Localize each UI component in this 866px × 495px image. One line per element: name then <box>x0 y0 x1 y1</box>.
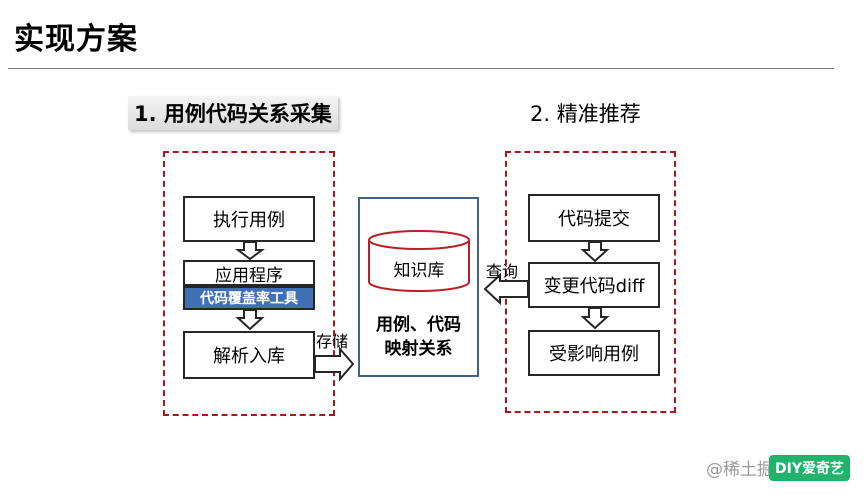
parse-storage-box: 解析入库 <box>183 331 315 379</box>
down-arrow-3 <box>580 241 610 263</box>
query-arrow <box>483 272 529 306</box>
relation-line-1: 用例、代码 <box>376 315 461 335</box>
store-label: 存储 <box>316 332 349 351</box>
affected-testcase-box: 受影响用例 <box>528 330 660 376</box>
relation-line-2: 映射关系 <box>384 339 453 359</box>
knowledge-base-label: 知识库 <box>393 261 445 281</box>
collect-panel <box>163 151 335 416</box>
down-arrow-4 <box>580 307 610 330</box>
query-label: 查询 <box>486 262 519 281</box>
store-arrow <box>314 346 355 382</box>
down-arrow-2 <box>235 309 265 331</box>
section-title-recommend: 2. 精准推荐 <box>530 102 641 126</box>
title-divider <box>8 68 834 69</box>
page-title: 实现方案 <box>14 22 138 57</box>
application-box: 应用程序 <box>183 260 315 286</box>
brand-badge: DIY爱奇艺 <box>769 455 850 481</box>
relation-label: 用例、代码 映射关系 <box>358 313 479 361</box>
database-icon <box>368 230 470 292</box>
down-arrow-1 <box>235 241 265 261</box>
code-diff-box: 变更代码diff <box>528 262 660 308</box>
section-title-collect: 1. 用例代码关系采集 <box>128 96 338 130</box>
